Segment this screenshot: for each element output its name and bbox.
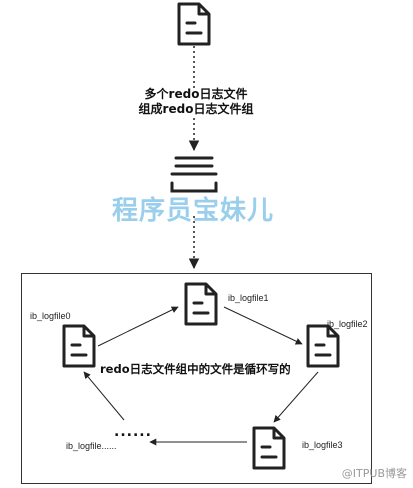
log-group-frame — [21, 273, 372, 484]
logfile0-document-icon — [62, 324, 96, 368]
arrow-1-to-2 — [223, 306, 303, 345]
logfile2-document-icon — [306, 324, 340, 368]
stack-icon — [170, 156, 218, 193]
arrow-2-to-3 — [273, 371, 319, 423]
caption-line-2: 组成redo日志文件组 — [138, 102, 254, 116]
corner-watermark: @ITPUB博客 — [341, 467, 407, 480]
file-label-0: ib_logfile0 — [30, 311, 71, 321]
file-label-3: ib_logfile3 — [302, 440, 343, 450]
ellipsis: ...... — [114, 424, 152, 440]
arrow-more-to-0 — [83, 371, 125, 421]
file-label-2: ib_logfile2 — [327, 319, 368, 329]
top-document-icon — [177, 2, 211, 46]
caption-line-1: 多个redo日志文件 — [144, 87, 248, 101]
watermark: 程序员宝妹儿 — [112, 196, 275, 226]
logfile1-document-icon — [184, 282, 218, 326]
center-note: redo日志文件组中的文件是循环写的 — [100, 362, 291, 376]
file-label-1: ib_logfile1 — [228, 293, 269, 303]
file-label-more: ib_logfile...... — [66, 441, 117, 451]
arrow-0-to-1 — [97, 306, 179, 347]
logfile3-document-icon — [252, 426, 286, 470]
